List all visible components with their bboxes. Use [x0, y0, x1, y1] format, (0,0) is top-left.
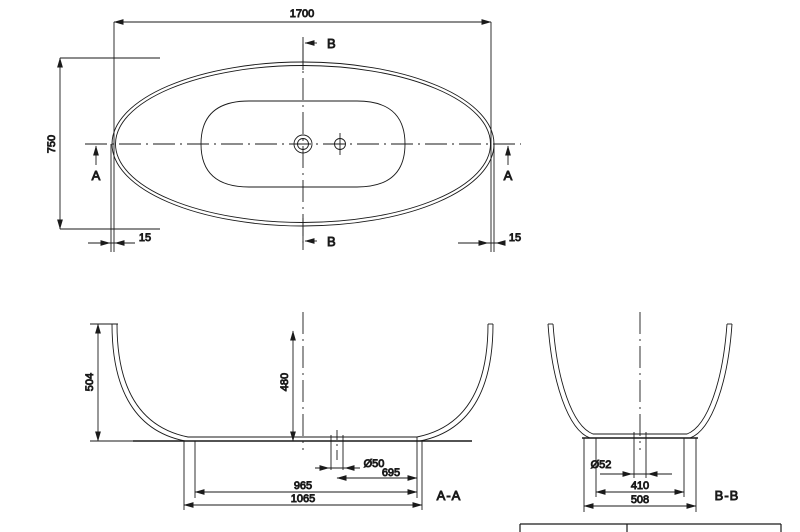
section-label-a-left: A — [92, 168, 101, 183]
dim-label-508: 508 — [631, 494, 649, 506]
dim-label-15-right: 15 — [509, 232, 521, 244]
drain — [293, 134, 313, 154]
dim-label-phi52: Ø52 — [591, 459, 612, 471]
dim-label-504: 504 — [84, 373, 96, 391]
title-block-table — [519, 523, 782, 532]
dim-label-1065: 1065 — [291, 493, 315, 505]
dim-label-750: 750 — [46, 135, 58, 153]
section-aa-label: A-A — [437, 488, 462, 503]
section-aa-inner-profile — [116, 323, 489, 438]
tub-basin-outline — [200, 100, 406, 188]
section-label-b-top: B — [327, 36, 336, 51]
top-view: 1700 750 15 15 B B A A — [46, 8, 522, 252]
dim-label-phi50: Ø50 — [364, 458, 385, 470]
dim-label-480: 480 — [279, 373, 291, 391]
dim-label-15-left: 15 — [139, 232, 151, 244]
dim-label-695: 695 — [382, 467, 400, 479]
section-aa-outer-profile — [111, 323, 494, 442]
overflow — [334, 133, 346, 155]
dim-label-965: 965 — [294, 480, 312, 492]
dim-label-410: 410 — [631, 480, 649, 492]
section-bb-label: B-B — [715, 488, 740, 503]
dim-label-1700: 1700 — [290, 8, 314, 20]
section-label-a-right: A — [504, 168, 513, 183]
section-aa-view: 504 480 Ø50 695 965 1065 A-A — [84, 312, 494, 510]
section-label-b-bottom: B — [327, 234, 336, 249]
section-bb-view: Ø52 410 508 B-B — [547, 312, 740, 512]
